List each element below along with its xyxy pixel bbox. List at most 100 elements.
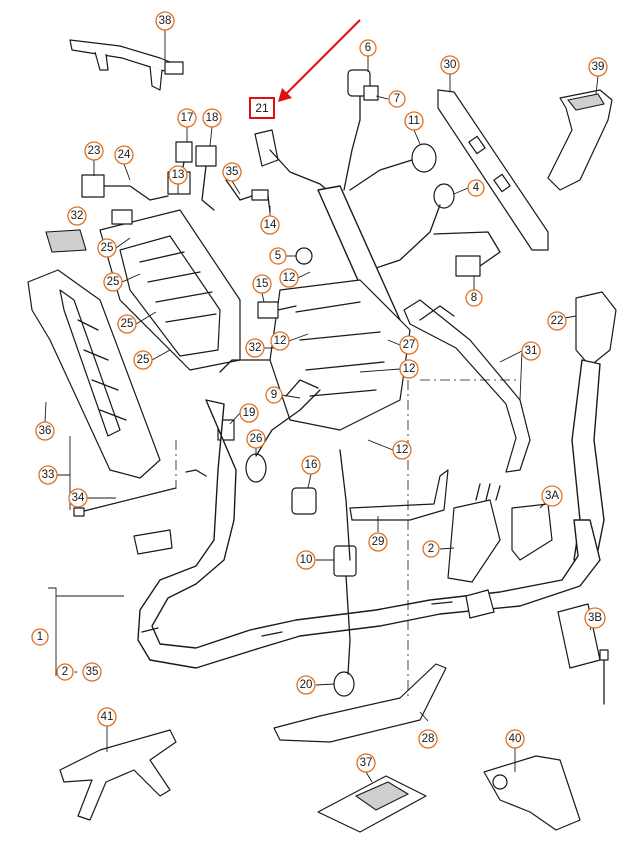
callout-38[interactable]: 38 xyxy=(155,11,175,31)
callout-26[interactable]: 26 xyxy=(246,429,266,449)
svg-text:17: 17 xyxy=(181,112,194,124)
part-24-wire xyxy=(103,185,169,201)
svg-text:12: 12 xyxy=(403,363,416,375)
callout-23[interactable]: 23 xyxy=(84,141,104,161)
callout-3b[interactable]: 3B xyxy=(584,607,606,629)
part-4-sensor xyxy=(433,183,455,209)
range-dash: - xyxy=(74,666,78,678)
callout-25-b[interactable]: 25 xyxy=(103,272,123,292)
callout-7[interactable]: 7 xyxy=(388,90,406,108)
highlight-arrow xyxy=(278,19,361,102)
svg-text:7: 7 xyxy=(394,93,400,105)
callout-39[interactable]: 39 xyxy=(588,57,608,77)
svg-text:30: 30 xyxy=(444,59,457,71)
svg-text:25: 25 xyxy=(121,318,134,330)
callout-33[interactable]: 33 xyxy=(38,465,58,485)
part-23-connector xyxy=(81,174,105,198)
callout-9[interactable]: 9 xyxy=(265,386,283,404)
central-harness xyxy=(219,185,411,431)
callout-40[interactable]: 40 xyxy=(505,729,525,749)
callout-2-b[interactable]: 2 xyxy=(56,663,74,681)
callout-28[interactable]: 28 xyxy=(418,729,438,749)
callout-19[interactable]: 19 xyxy=(239,403,259,423)
callout-35[interactable]: 35 xyxy=(222,162,242,182)
svg-text:25: 25 xyxy=(101,242,114,254)
callout-3a[interactable]: 3A xyxy=(541,485,563,507)
svg-text:1: 1 xyxy=(37,631,43,643)
svg-text:5: 5 xyxy=(275,250,281,262)
callout-12-b[interactable]: 12 xyxy=(270,331,290,351)
callout-36[interactable]: 36 xyxy=(35,421,55,441)
callout-15[interactable]: 15 xyxy=(252,274,272,294)
part-15-connector xyxy=(257,301,279,319)
callout-17[interactable]: 17 xyxy=(177,108,197,128)
part-18-connector xyxy=(195,145,217,167)
part-40-bracket xyxy=(483,755,581,831)
svg-text:35: 35 xyxy=(86,666,99,678)
svg-text:33: 33 xyxy=(42,469,55,481)
svg-text:31: 31 xyxy=(525,345,538,357)
callout-25-d[interactable]: 25 xyxy=(133,350,153,370)
callout-12-d[interactable]: 12 xyxy=(392,440,412,460)
callout-41[interactable]: 41 xyxy=(97,707,117,727)
svg-text:25: 25 xyxy=(137,354,150,366)
svg-text:10: 10 xyxy=(300,554,313,566)
callout-12-a[interactable]: 12 xyxy=(279,268,299,288)
svg-text:12: 12 xyxy=(396,444,409,456)
callout-2-a[interactable]: 2 xyxy=(422,540,440,558)
callout-32[interactable]: 32 xyxy=(67,206,87,226)
callout-29[interactable]: 29 xyxy=(368,532,388,552)
callout-25-a[interactable]: 25 xyxy=(97,238,117,258)
callout-25-c[interactable]: 25 xyxy=(117,314,137,334)
svg-text:3A: 3A xyxy=(545,490,559,502)
callout-35-b[interactable]: 35 xyxy=(82,662,102,682)
callout-13[interactable]: 13 xyxy=(168,165,188,185)
callout-21-highlighted[interactable]: 21 xyxy=(249,97,275,119)
svg-text:12: 12 xyxy=(283,272,296,284)
main-harness-loop xyxy=(133,399,601,669)
callout-37[interactable]: 37 xyxy=(356,753,376,773)
callout-14[interactable]: 14 xyxy=(260,215,280,235)
callout-10[interactable]: 10 xyxy=(296,550,316,570)
callout-27[interactable]: 27 xyxy=(399,335,419,355)
part-16-connector xyxy=(291,487,317,515)
callout-31[interactable]: 31 xyxy=(521,341,541,361)
part-2-relay xyxy=(447,483,553,583)
part-29-bracket xyxy=(349,469,449,521)
callout-34[interactable]: 34 xyxy=(68,488,88,508)
callout-30[interactable]: 30 xyxy=(440,55,460,75)
part-38-bracket xyxy=(69,39,184,91)
callout-20[interactable]: 20 xyxy=(296,675,316,695)
callout-24[interactable]: 24 xyxy=(114,145,134,165)
svg-text:29: 29 xyxy=(372,536,385,548)
part-34-cable-tie xyxy=(73,487,177,517)
part-39-boot xyxy=(547,89,613,191)
svg-text:3B: 3B xyxy=(588,612,602,624)
callout-32-b[interactable]: 32 xyxy=(245,338,265,358)
part-5-ring xyxy=(295,247,313,265)
part-33-bracket xyxy=(27,269,161,479)
part-7-connector xyxy=(363,85,379,101)
callout-12-c[interactable]: 12 xyxy=(399,359,419,379)
callout-5[interactable]: 5 xyxy=(269,247,287,265)
svg-text:21: 21 xyxy=(255,101,269,115)
svg-text:37: 37 xyxy=(360,757,373,769)
svg-text:32: 32 xyxy=(71,210,84,222)
callout-22[interactable]: 22 xyxy=(547,311,567,331)
svg-text:2: 2 xyxy=(428,543,434,555)
svg-text:32: 32 xyxy=(249,342,262,354)
relay-block xyxy=(99,171,241,371)
callout-18[interactable]: 18 xyxy=(202,108,222,128)
svg-text:8: 8 xyxy=(471,292,477,304)
callout-8[interactable]: 8 xyxy=(465,289,483,307)
callout-11[interactable]: 11 xyxy=(404,111,424,131)
svg-text:23: 23 xyxy=(88,145,101,157)
callout-6[interactable]: 6 xyxy=(359,39,377,57)
part-17-connector xyxy=(175,141,193,163)
callout-4[interactable]: 4 xyxy=(467,179,485,197)
callout-1[interactable]: 1 xyxy=(31,628,49,646)
leader-lines xyxy=(44,30,599,783)
callout-16[interactable]: 16 xyxy=(301,455,321,475)
part-30-rail xyxy=(437,89,549,251)
svg-text:9: 9 xyxy=(271,389,277,401)
